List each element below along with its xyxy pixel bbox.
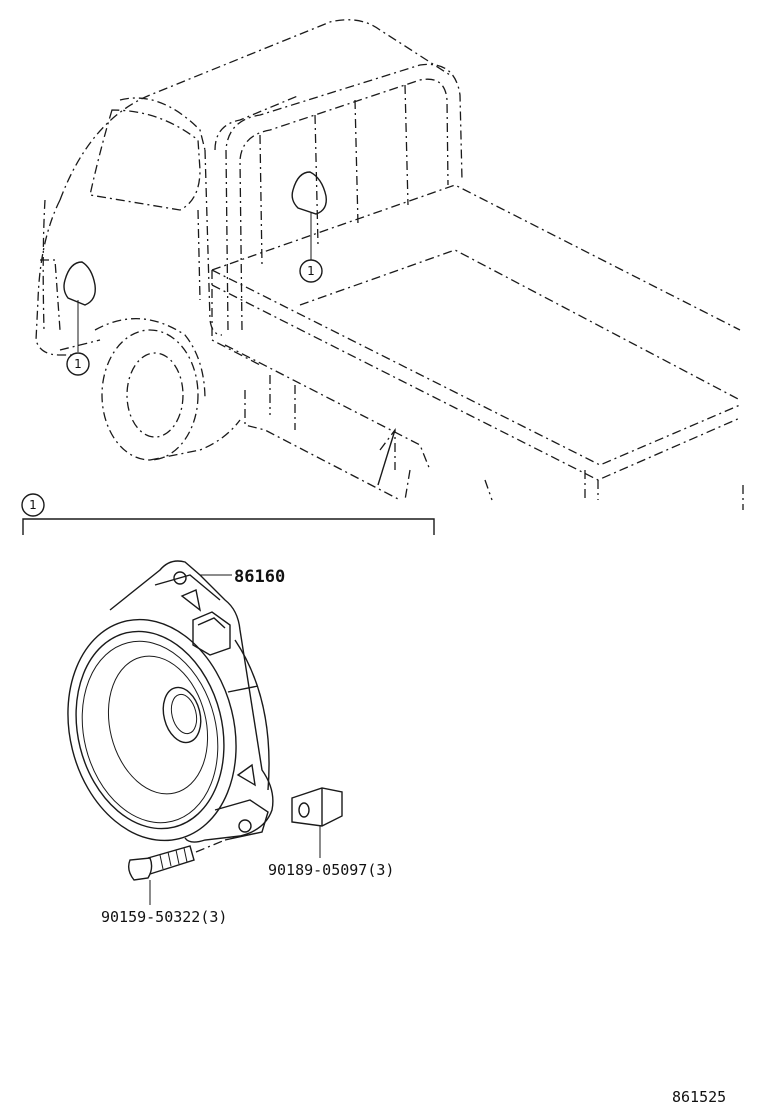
part-number-screw: 90159-50322(3) (101, 908, 227, 926)
callout-1-rear: 1 (299, 259, 323, 283)
clip-nut-drawing (291, 787, 343, 827)
detail-bracket (22, 518, 435, 535)
part-number-speaker: 86160 (234, 567, 285, 587)
truck-illustration (35, 19, 744, 510)
svg-text:1: 1 (74, 357, 82, 371)
svg-text:1: 1 (307, 264, 315, 278)
speaker-drawing (67, 560, 274, 843)
callout-1-front: 1 (66, 352, 90, 376)
illustration-code: 861525 (672, 1088, 726, 1106)
svg-text:1: 1 (29, 498, 37, 512)
screw-axis-line (195, 839, 226, 853)
part-number-nut: 90189-05097(3) (268, 861, 394, 879)
detail-group-callout: 1 (21, 493, 45, 517)
screw-drawing (127, 845, 195, 881)
